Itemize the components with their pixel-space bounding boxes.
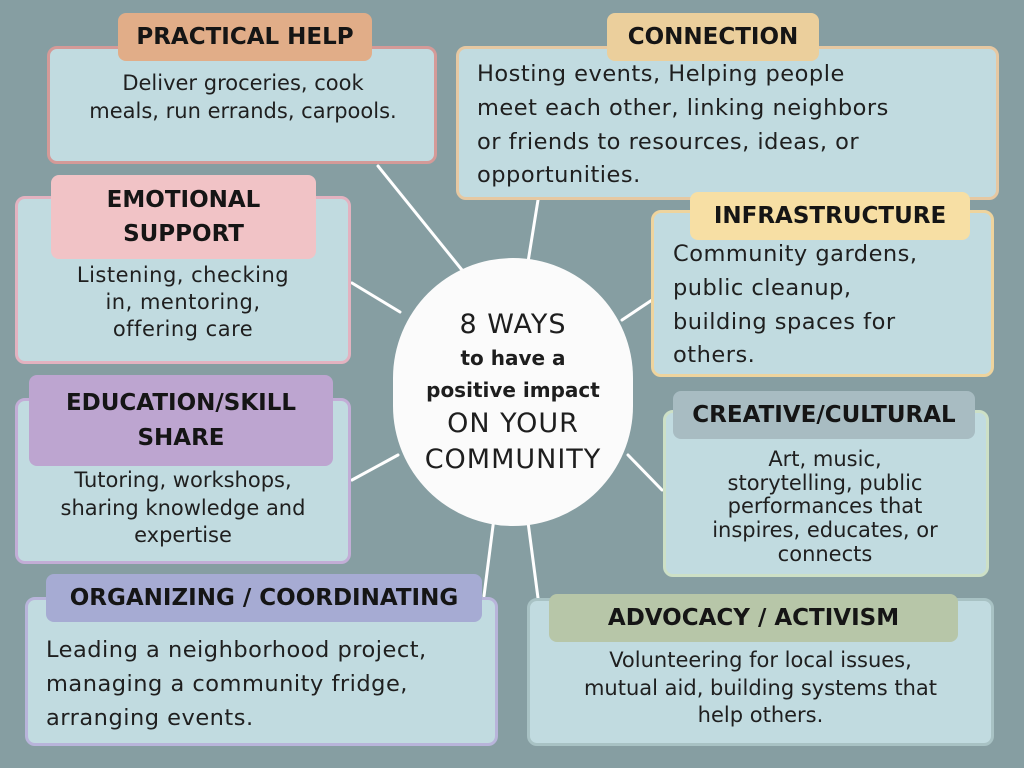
connector-advocacy <box>526 520 540 600</box>
connector-education <box>350 453 400 482</box>
connection-title: CONNECTION <box>607 13 819 61</box>
center-line-3: positive impact <box>426 378 600 403</box>
connector-creative <box>626 453 664 492</box>
infrastructure-description: Community gardens, public cleanup, build… <box>673 241 918 369</box>
emotional-support-description: Listening, checking in, mentoring, offer… <box>76 263 290 341</box>
center-title: 8 WAYS to have a positive impact ON YOUR… <box>393 258 633 526</box>
center-line-2: to have a <box>460 346 566 371</box>
organizing-title: ORGANIZING / COORDINATING <box>46 574 482 622</box>
advocacy-title: ADVOCACY / ACTIVISM <box>549 594 958 642</box>
education-description: Tutoring, workshops, sharing knowledge a… <box>60 468 306 548</box>
advocacy-description: Volunteering for local issues, mutual ai… <box>583 648 938 728</box>
creative-title: CREATIVE/CULTURAL <box>673 391 975 439</box>
infrastructure-title: INFRASTRUCTURE <box>690 192 970 240</box>
practical-help-title: PRACTICAL HELP <box>118 13 372 61</box>
center-line-1: 8 WAYS <box>459 309 567 341</box>
connector-infrastructure <box>620 298 654 322</box>
connection-description: Hosting events, Helping people meet each… <box>477 61 889 189</box>
center-line-5: COMMUNITY <box>424 443 602 475</box>
practical-help-description: Deliver groceries, cook meals, run erran… <box>89 71 397 123</box>
connector-practical-help <box>376 164 464 272</box>
creative-description: Art, music, storytelling, public perform… <box>712 447 938 566</box>
connection-card <box>456 46 999 200</box>
education-title: EDUCATION/SKILL SHARE <box>29 375 333 466</box>
center-line-4: ON YOUR <box>447 408 579 440</box>
organizing-description: Leading a neighborhood project, managing… <box>46 637 427 731</box>
connector-connection <box>526 198 540 264</box>
emotional-support-title: EMOTIONAL SUPPORT <box>51 175 316 259</box>
connector-organizing <box>482 516 496 598</box>
connector-emotional-support <box>350 281 402 314</box>
